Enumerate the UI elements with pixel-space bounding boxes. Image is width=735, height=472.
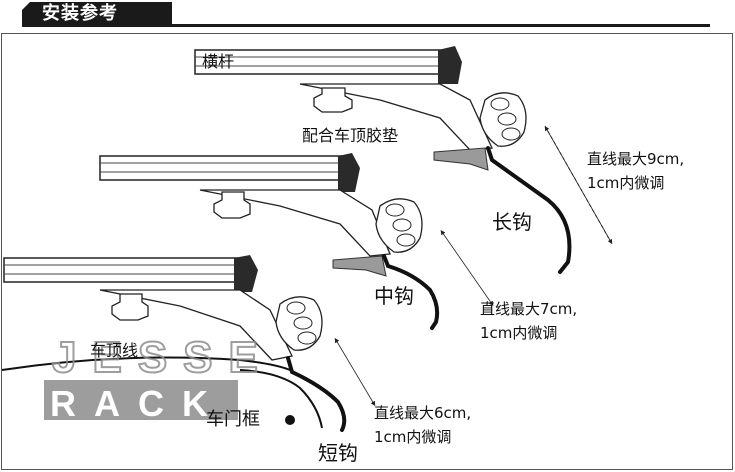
crossbar-top <box>194 46 527 171</box>
section-title: 安装参考 <box>42 3 118 24</box>
roof-line <box>1 356 323 429</box>
long-hook-dim-arrow <box>544 125 613 245</box>
label-short-hook-spec-2: 1cm内微调 <box>374 428 451 446</box>
label-short-hook-spec-1: 直线最大6cm, <box>374 404 471 422</box>
label-long-hook-spec-1: 直线最大9cm, <box>587 150 684 168</box>
label-long-hook: 长钩 <box>492 210 532 234</box>
knob-middle <box>375 198 423 253</box>
header-tab <box>22 2 172 26</box>
label-crossbar: 横杆 <box>202 52 234 71</box>
short-hook <box>286 356 347 432</box>
medium-hook <box>382 254 440 330</box>
label-door-frame: 车门框 <box>206 409 260 430</box>
header-rule <box>22 24 710 27</box>
medium-hook-dim-arrow <box>440 230 494 306</box>
svg-text:JESSE: JESSE <box>52 333 274 382</box>
label-rubber-pad: 配合车顶胶垫 <box>302 126 398 145</box>
knob-top <box>479 92 527 147</box>
label-medium-hook: 中钩 <box>374 284 414 308</box>
label-medium-hook-spec-1: 直线最大7cm, <box>480 300 577 318</box>
crossbar-middle <box>99 153 423 277</box>
label-short-hook: 短钩 <box>318 441 358 465</box>
section-header: 安装参考 <box>0 0 735 28</box>
label-roof-line: 车顶线 <box>90 341 138 360</box>
door-frame-point <box>285 415 295 425</box>
short-hook-dim-arrow <box>334 337 376 407</box>
crossbar-bottom <box>3 255 323 361</box>
label-medium-hook-spec-2: 1cm内微调 <box>480 324 557 342</box>
jesse-rack-logo: JESSE RACK <box>44 332 274 424</box>
svg-text:RACK: RACK <box>50 383 226 424</box>
knob-bottom <box>275 296 323 351</box>
label-long-hook-spec-2: 1cm内微调 <box>587 174 664 192</box>
